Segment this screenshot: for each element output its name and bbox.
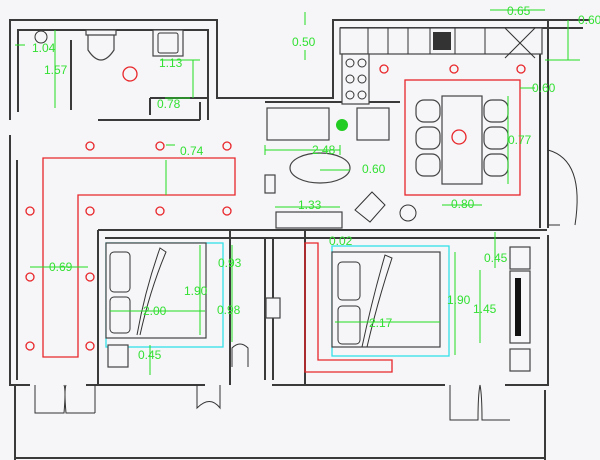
kitchen-counter <box>339 27 543 105</box>
plant-icon <box>336 119 348 131</box>
dining-set <box>404 79 578 226</box>
dim-wc-step: 0.78 <box>157 97 181 111</box>
dim-bed1-width: 2.00 <box>143 304 167 318</box>
bedroom-1 <box>105 242 249 368</box>
dim-sofa-gap: 0.74 <box>180 144 204 158</box>
walls <box>9 19 590 460</box>
dim-corner-width: 0.65 <box>507 4 531 18</box>
dim-kitchen-depth: 0.50 <box>292 35 316 49</box>
living-furniture <box>264 107 417 229</box>
toilet-icon <box>85 29 117 61</box>
dim-desk-length: 1.45 <box>473 302 497 316</box>
dim-table-radius: 0.60 <box>362 162 386 176</box>
dim-desk-gap: 0.45 <box>484 251 508 265</box>
dim-wardrobe-bottom: 0.98 <box>217 303 241 317</box>
sofa <box>266 107 330 141</box>
dim-kitchen-gap: 0.60 <box>532 81 556 95</box>
dim-bath-width: 1.04 <box>32 41 56 55</box>
dim-dining-width: 0.80 <box>451 197 475 211</box>
dining-table <box>441 95 483 185</box>
dim-corridor-width: 0.69 <box>49 260 73 274</box>
toilet-icon <box>231 343 249 367</box>
dim-tv-unit: 1.33 <box>298 198 322 212</box>
rug <box>404 79 521 196</box>
duct <box>265 297 281 319</box>
dim-armchair-gap: 0.02 <box>329 234 353 248</box>
door <box>547 149 578 226</box>
dim-sofa-length: 2.48 <box>312 143 336 157</box>
tv-unit <box>275 211 343 229</box>
dim-wardrobe-top: 0.93 <box>218 256 242 270</box>
bathroom-fixtures <box>34 29 184 61</box>
hob-icon <box>433 32 451 50</box>
bedroom-2 <box>331 245 531 372</box>
lamp-icon <box>399 204 417 222</box>
dim-dining-length: 0.77 <box>508 133 532 147</box>
dim-bath-height: 1.57 <box>44 63 68 77</box>
coffee-table <box>289 152 351 184</box>
dim-wc-counter: 1.13 <box>159 56 183 70</box>
dimension-labels: 1.04 1.57 1.13 0.78 0.74 0.50 0.65 0.60 … <box>32 4 600 362</box>
dim-bed2-length: 1.90 <box>447 293 471 307</box>
balcony-doors <box>34 384 510 421</box>
chair <box>354 191 386 223</box>
nightstand <box>107 344 129 368</box>
dimension-lines <box>15 9 580 375</box>
basin-icon <box>34 30 48 44</box>
dim-bed1-side: 0.45 <box>138 348 162 362</box>
armchair <box>356 107 390 141</box>
dim-corner-height: 0.60 <box>578 13 600 27</box>
tv-icon <box>515 278 521 336</box>
light-track <box>42 157 393 373</box>
dim-bed2-width: 2.17 <box>369 316 393 330</box>
dim-bed1-length: 1.90 <box>184 284 208 298</box>
